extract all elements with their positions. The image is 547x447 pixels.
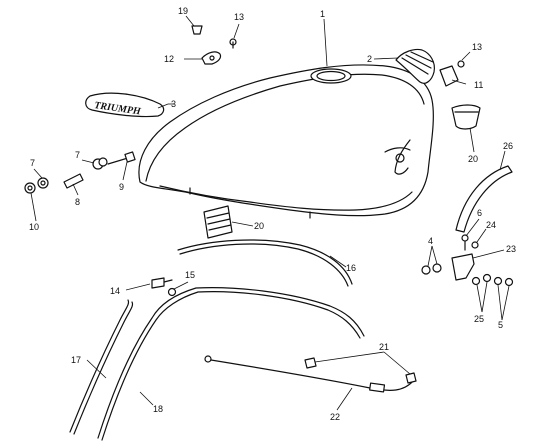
bushing-7b: [92, 157, 108, 170]
callout-5: 5: [498, 320, 503, 330]
fitting-14: [151, 277, 173, 289]
callout-22: 22: [330, 412, 340, 422]
small-clip: [191, 25, 203, 35]
callout-1: 1: [320, 9, 325, 19]
callout-10: 10: [29, 222, 39, 232]
nut-10: [24, 182, 36, 194]
tank-badge: TRIUMPH: [85, 92, 165, 118]
callout-18: 18: [153, 404, 163, 414]
washer-7a: [37, 177, 49, 189]
callout-15: 15: [185, 270, 195, 280]
callout-16: 16: [346, 263, 356, 273]
heat-shield: [455, 165, 513, 233]
callout-20a: 20: [468, 154, 478, 164]
clip-24: [471, 241, 479, 249]
cable-22: [204, 355, 415, 393]
bolt-6: [461, 234, 469, 251]
leader-lines: [30, 15, 510, 411]
rear-pad: [451, 104, 481, 130]
callout-24: 24: [486, 220, 496, 230]
callout-11: 11: [474, 80, 483, 90]
filler-bracket: [201, 51, 222, 65]
callout-3: 3: [171, 99, 176, 109]
callout-13b: 13: [472, 42, 482, 52]
callout-12: 12: [164, 54, 174, 64]
callout-21: 21: [379, 342, 389, 352]
callout-2: 2: [367, 54, 372, 64]
clip-15: [167, 287, 177, 297]
bracket-11: [439, 65, 459, 87]
washers-25: [471, 273, 492, 286]
breather-pipe-16: [177, 239, 353, 287]
callout-19: 19: [178, 6, 188, 16]
center-pad: [203, 205, 233, 239]
grommets-4: [421, 263, 442, 275]
knee-grip: [395, 48, 435, 84]
callout-4: 4: [428, 236, 433, 246]
callout-26: 26: [503, 141, 513, 151]
nuts-5: [493, 276, 514, 287]
spacer-8: [63, 173, 84, 189]
callout-9: 9: [119, 182, 124, 192]
callout-8: 8: [75, 197, 80, 207]
screw-top-left: [229, 38, 237, 49]
fuel-tank: [138, 64, 434, 219]
callout-7b: 7: [75, 150, 80, 160]
callout-7a: 7: [30, 158, 35, 168]
mount-bracket-23: [451, 253, 475, 281]
callout-14: 14: [110, 286, 120, 296]
callout-13a: 13: [234, 12, 244, 22]
drain-pipe-17: [69, 299, 134, 435]
callout-20b: 20: [254, 221, 264, 231]
screw-top-right: [457, 60, 465, 68]
callout-17: 17: [71, 355, 81, 365]
callout-labels: 1 2 3 4 5 6 7 7 8 9 10 11 12 13 13 14 15…: [29, 6, 516, 422]
cable-clips-21: [304, 357, 417, 384]
bolt-9: [107, 151, 136, 165]
drain-pipe-18: [97, 287, 365, 441]
callout-25: 25: [474, 314, 484, 324]
callout-23: 23: [506, 244, 516, 254]
callout-6: 6: [477, 208, 482, 218]
